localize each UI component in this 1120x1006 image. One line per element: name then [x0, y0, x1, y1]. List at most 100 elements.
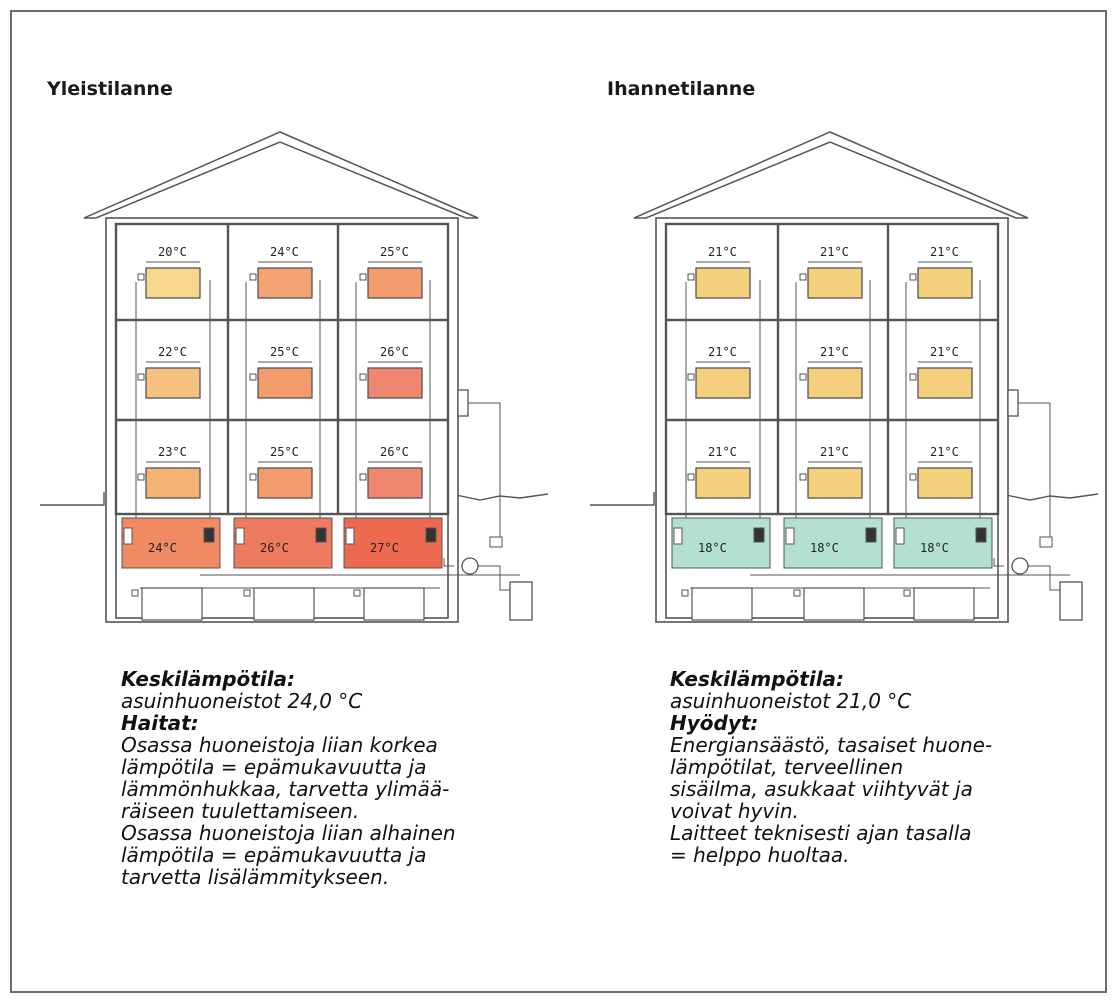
- pump-pipe: [478, 565, 510, 591]
- apartment-temperature: 21°C: [820, 345, 849, 359]
- radiator: [917, 467, 973, 499]
- radiator: [145, 267, 201, 299]
- desc-line: tarvetta lisälämmitykseen.: [121, 865, 390, 889]
- radiator: [807, 267, 863, 299]
- figure-frame: [10, 10, 1107, 993]
- basement-radiator: [141, 587, 203, 621]
- thermostat-valve: [315, 527, 327, 543]
- control-valve: [489, 536, 503, 548]
- desc-line: = helppo huoltaa.: [670, 843, 850, 867]
- desc-value: asuinhuoneistot 21,0 °C: [670, 689, 912, 713]
- basement-radiator: [913, 587, 975, 621]
- desc-title: Keskilämpötila:: [121, 667, 296, 691]
- desc-subtitle: Hyödyt:: [670, 711, 759, 735]
- apartment-temperature: 24°C: [270, 245, 299, 259]
- radiator: [257, 267, 313, 299]
- radiator: [695, 267, 751, 299]
- thermostat-valve: [865, 527, 877, 543]
- roof: [633, 131, 1029, 219]
- heading-yleistilanne: Yleistilanne: [47, 78, 173, 100]
- radiator-valve: [137, 473, 145, 481]
- radiator-valve: [799, 373, 807, 381]
- radiator: [257, 367, 313, 399]
- description-general: Keskilämpötila: asuinhuoneistot 24,0 °C …: [121, 668, 456, 888]
- radiator: [917, 367, 973, 399]
- basement-valve: [345, 527, 355, 545]
- radiator-valve: [799, 473, 807, 481]
- desc-line: Osassa huoneistoja liian korkea: [121, 733, 438, 757]
- apartment-temperature: 21°C: [820, 445, 849, 459]
- basement-temperature: 18°C: [698, 541, 727, 555]
- apartment-temperature: 21°C: [930, 345, 959, 359]
- circulation-pump: [1011, 557, 1029, 575]
- roof: [83, 131, 479, 219]
- desc-line: voivat hyvin.: [670, 799, 799, 823]
- radiator: [145, 467, 201, 499]
- pump-pipe: [443, 558, 454, 567]
- thermostat-valve: [425, 527, 437, 543]
- desc-line: Laitteet teknisesti ajan tasalla: [670, 821, 972, 845]
- basement-room: [121, 517, 221, 569]
- radiator: [807, 367, 863, 399]
- basement-valve: [785, 527, 795, 545]
- radiator-valve: [681, 589, 689, 597]
- desc-line: lämmönhukkaa, tarvetta ylimää-: [121, 777, 450, 801]
- district-heat-unit: [1059, 581, 1083, 621]
- heading-ihannetilanne: Ihannetilanne: [607, 78, 756, 100]
- desc-line: lämpötila = epämukavuutta ja: [121, 843, 427, 867]
- radiator: [695, 467, 751, 499]
- description-ideal: Keskilämpötila: asuinhuoneistot 21,0 °C …: [670, 668, 992, 866]
- desc-line: sisäilma, asukkaat viihtyvät ja: [670, 777, 973, 801]
- circulation-pump: [461, 557, 479, 575]
- pump-pipe: [993, 558, 1004, 567]
- apartment-temperature: 21°C: [708, 445, 737, 459]
- basement-temperature: 18°C: [920, 541, 949, 555]
- radiator-valve: [903, 589, 911, 597]
- apartment-temperature: 23°C: [158, 445, 187, 459]
- desc-title: Keskilämpötila:: [670, 667, 845, 691]
- heat-meter: [457, 389, 469, 417]
- radiator: [367, 367, 423, 399]
- radiator: [257, 467, 313, 499]
- apartment-temperature: 25°C: [270, 345, 299, 359]
- basement-room: [893, 517, 993, 569]
- apartment-temperature: 22°C: [158, 345, 187, 359]
- radiator-valve: [687, 373, 695, 381]
- radiator-valve: [359, 373, 367, 381]
- basement-temperature: 18°C: [810, 541, 839, 555]
- basement-room: [783, 517, 883, 569]
- radiator-valve: [909, 473, 917, 481]
- apartment-temperature: 21°C: [930, 245, 959, 259]
- basement-room: [343, 517, 443, 569]
- radiator-valve: [909, 273, 917, 281]
- radiator-valve: [353, 589, 361, 597]
- basement-radiator: [363, 587, 425, 621]
- radiator: [145, 367, 201, 399]
- radiator: [367, 267, 423, 299]
- desc-line: Energiansäästö, tasaiset huone-: [670, 733, 993, 757]
- basement-valve: [123, 527, 133, 545]
- radiator-valve: [243, 589, 251, 597]
- basement-valve: [235, 527, 245, 545]
- radiator-valve: [799, 273, 807, 281]
- desc-line: lämpötilat, terveellinen: [670, 755, 904, 779]
- apartment-temperature: 20°C: [158, 245, 187, 259]
- radiator: [807, 467, 863, 499]
- radiator: [367, 467, 423, 499]
- basement-temperature: 24°C: [148, 541, 177, 555]
- heat-meter: [1007, 389, 1019, 417]
- apartment-temperature: 21°C: [820, 245, 849, 259]
- radiator-valve: [793, 589, 801, 597]
- radiator-valve: [137, 373, 145, 381]
- apartment-temperature: 26°C: [380, 345, 409, 359]
- thermostat-valve: [203, 527, 215, 543]
- basement-temperature: 26°C: [260, 541, 289, 555]
- radiator: [695, 367, 751, 399]
- district-heat-unit: [509, 581, 533, 621]
- pump-pipe: [1028, 565, 1060, 591]
- radiator-valve: [909, 373, 917, 381]
- apartment-temperature: 25°C: [380, 245, 409, 259]
- desc-line: Osassa huoneistoja liian alhainen: [121, 821, 456, 845]
